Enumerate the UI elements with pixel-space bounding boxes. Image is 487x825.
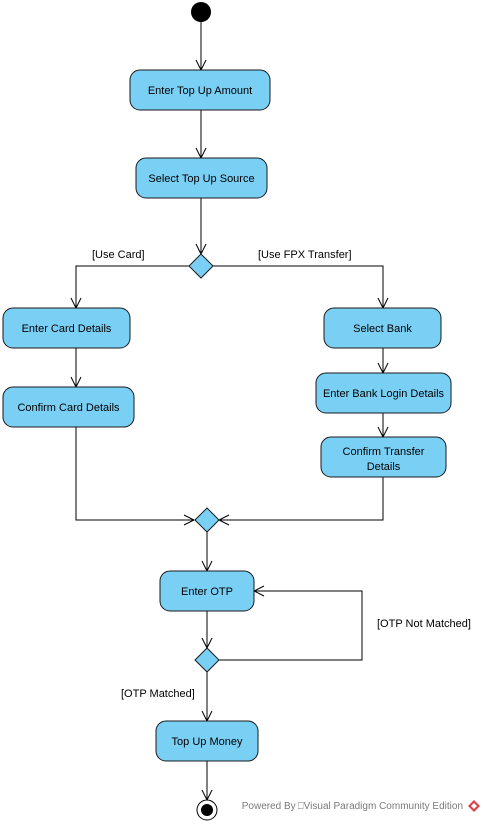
control-flows: [70, 22, 389, 802]
guard-use-fpx-transfer: [Use FPX Transfer]: [258, 249, 352, 261]
action-label: Enter Top Up Amount: [148, 85, 252, 97]
action-enter-top-up-amount: Enter Top Up Amount: [129, 69, 271, 111]
action-label-line-2: Details: [367, 461, 401, 473]
action-label: Select Top Up Source: [148, 173, 254, 185]
action-enter-otp: Enter OTP: [159, 570, 255, 612]
action-select-top-up-source: Select Top Up Source: [135, 157, 268, 199]
action-label: Enter Bank Login Details: [323, 388, 445, 400]
action-label: Select Bank: [353, 323, 412, 335]
visual-paradigm-logo-icon: [468, 800, 480, 812]
action-confirm-card-details: Confirm Card Details: [2, 386, 135, 428]
final-node: [196, 799, 218, 821]
action-label: Confirm Card Details: [17, 402, 120, 414]
action-enter-card-details: Enter Card Details: [2, 307, 131, 349]
action-top-up-money: Top Up Money: [155, 720, 259, 762]
decision-node-source: [188, 253, 214, 279]
guard-otp-not-matched: [OTP Not Matched]: [377, 618, 471, 630]
guard-use-card: [Use Card]: [92, 249, 145, 261]
footer-watermark: Powered By ⎕Visual Paradigm Community Ed…: [242, 799, 481, 813]
action-label: Enter Card Details: [22, 323, 112, 335]
guard-otp-matched: [OTP Matched]: [121, 688, 195, 700]
action-label-line-1: Confirm Transfer: [343, 446, 425, 458]
footer-text: Powered By ⎕Visual Paradigm Community Ed…: [241, 800, 463, 812]
merge-node: [194, 507, 220, 533]
decision-node-otp: [194, 647, 220, 673]
action-enter-bank-login-details: Enter Bank Login Details: [315, 372, 452, 414]
action-label: Enter OTP: [181, 586, 233, 598]
initial-node: [191, 2, 211, 22]
action-confirm-transfer-details: Confirm Transfer Details: [320, 436, 447, 478]
action-select-bank: Select Bank: [323, 307, 442, 349]
action-label: Top Up Money: [172, 736, 243, 748]
